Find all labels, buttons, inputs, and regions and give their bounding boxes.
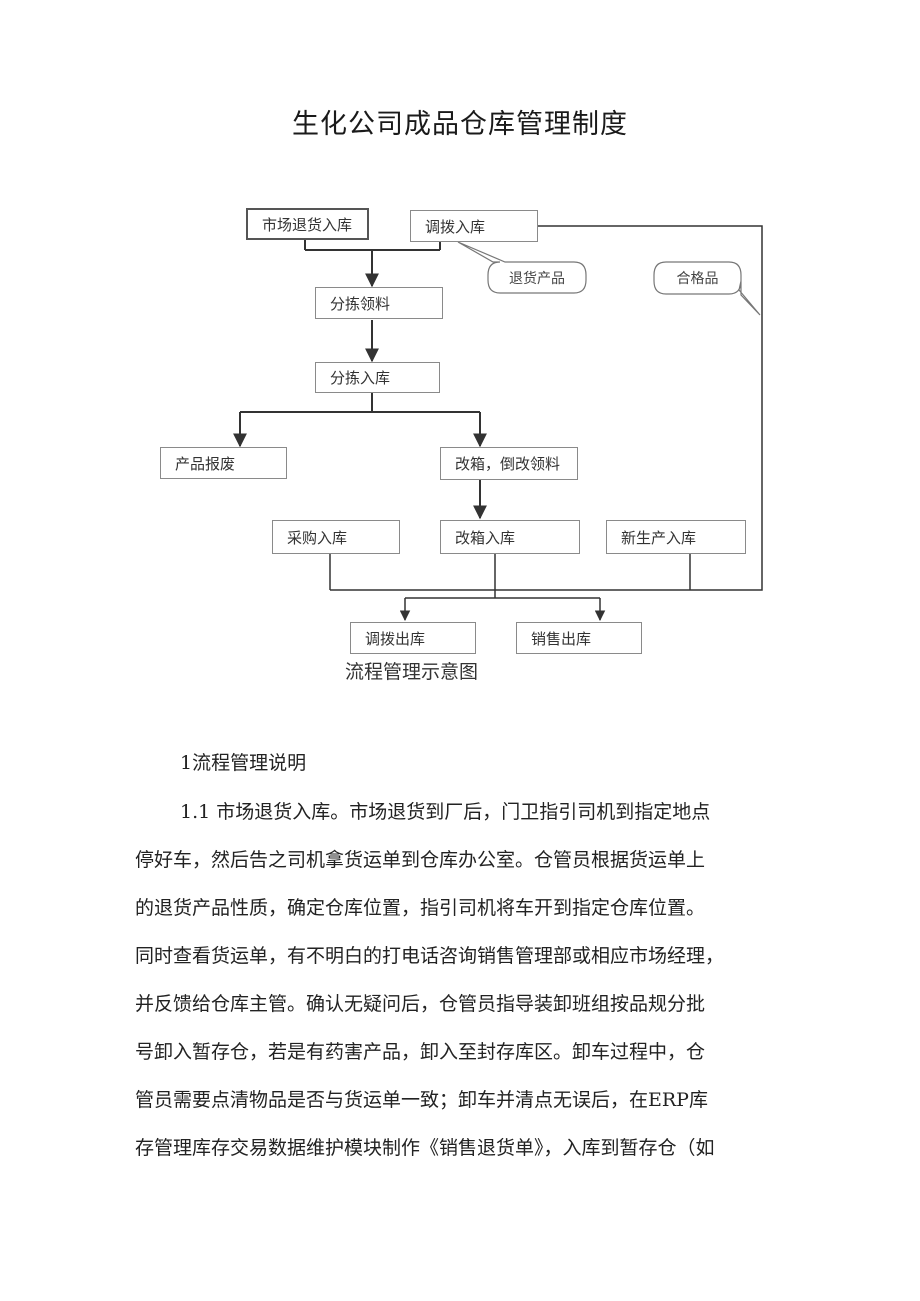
paragraph-line: 的退货产品性质，确定仓库位置，指引司机将车开到指定仓库位置。 bbox=[135, 897, 706, 919]
box-new-production-in-label: 新生产入库 bbox=[621, 528, 697, 547]
callout-qualified-label: 合格品 bbox=[676, 271, 719, 287]
flow-diagram-lines bbox=[233, 225, 763, 622]
callout-qualified: 合格品 bbox=[654, 262, 741, 294]
box-sales-out: 销售出库 bbox=[516, 622, 642, 654]
box-transfer-in-label: 调拨入库 bbox=[425, 217, 486, 236]
paragraph-line: 1.1 市场退货入库。市场退货到厂后，门卫指引司机到指定地点 bbox=[180, 801, 711, 823]
box-rebox-in: 改箱入库 bbox=[440, 520, 580, 554]
box-rebox-pick: 改箱，倒改领料 bbox=[440, 447, 578, 480]
box-transfer-out: 调拨出库 bbox=[350, 622, 476, 654]
paragraph-line: 停好车，然后告之司机拿货运单到仓库办公室。仓管员根据货运单上 bbox=[135, 849, 706, 871]
paragraph-line: 并反馈给仓库主管。确认无疑问后，仓管员指导装卸班组按品规分批 bbox=[135, 993, 706, 1015]
box-purchase-in-label: 采购入库 bbox=[287, 528, 348, 547]
box-sales-out-label: 销售出库 bbox=[531, 629, 592, 648]
box-new-production-in: 新生产入库 bbox=[606, 520, 746, 554]
section-heading: 1流程管理说明 bbox=[180, 752, 307, 774]
diagram-caption: 流程管理示意图 bbox=[345, 661, 479, 683]
box-sort-pick: 分拣领料 bbox=[315, 287, 443, 319]
box-market-return-in: 市场退货入库 bbox=[246, 208, 369, 240]
paragraph-line: 同时查看货运单，有不明白的打电话咨询销售管理部或相应市场经理， bbox=[135, 945, 725, 967]
box-transfer-in: 调拨入库 bbox=[410, 210, 538, 242]
callout-returned-products-label: 退货产品 bbox=[509, 270, 565, 287]
box-purchase-in: 采购入库 bbox=[272, 520, 400, 554]
box-market-return-in-label: 市场退货入库 bbox=[262, 215, 353, 234]
document-title: 生化公司成品仓库管理制度 bbox=[292, 109, 628, 140]
paragraph-line: 管员需要点清物品是否与货运单一致；卸车并清点无误后，在ERP库 bbox=[135, 1089, 708, 1111]
box-sort-pick-label: 分拣领料 bbox=[330, 294, 391, 313]
paragraph-line: 存管理库存交易数据维护模块制作《销售退货单》，入库到暂存仓（如 bbox=[135, 1137, 715, 1159]
box-rebox-in-label: 改箱入库 bbox=[455, 528, 516, 547]
box-transfer-out-label: 调拨出库 bbox=[365, 629, 426, 648]
box-rebox-pick-label: 改箱，倒改领料 bbox=[455, 455, 561, 473]
paragraph-line: 号卸入暂存仓，若是有药害产品，卸入至封存库区。卸车过程中，仓 bbox=[135, 1041, 706, 1063]
box-sort-in: 分拣入库 bbox=[315, 362, 440, 393]
box-product-scrap: 产品报废 bbox=[160, 447, 287, 479]
box-product-scrap-label: 产品报废 bbox=[175, 454, 236, 473]
box-sort-in-label: 分拣入库 bbox=[330, 369, 391, 387]
callout-returned-products: 退货产品 bbox=[488, 262, 586, 293]
